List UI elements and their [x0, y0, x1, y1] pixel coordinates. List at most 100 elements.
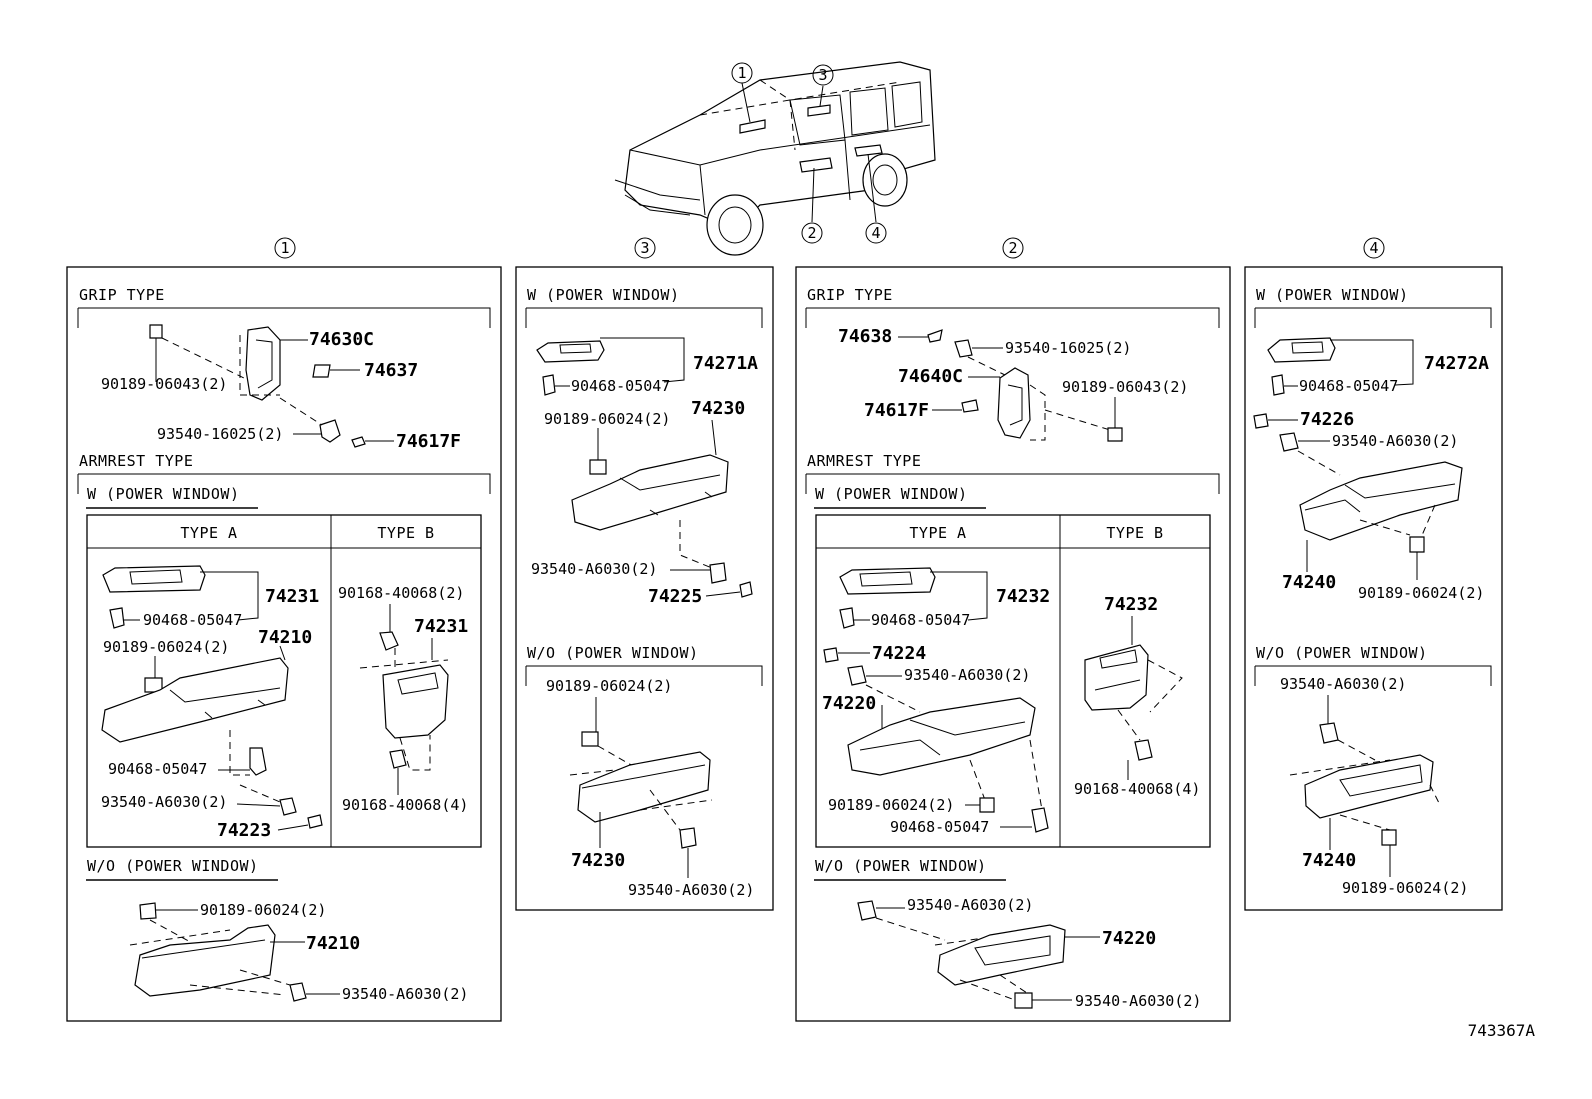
panel-1: 1 GRIP TYPE 74630C 74637 90189-06043(2) …: [66, 237, 502, 1022]
part-label-90189-06024-2a: 90189-06024(2): [828, 796, 954, 814]
part-label-93540-a6030-4b: 93540-A6030(2): [1280, 675, 1406, 693]
part-label-74220-b: 74220: [1102, 928, 1156, 949]
type-b-heading: TYPE B: [377, 524, 434, 542]
armrest-74240-shape: [1299, 461, 1463, 541]
part-label-90168-40068-2: 90168-40068(4): [1074, 780, 1200, 798]
vehicle-callouts: 1 3 2 4: [731, 62, 887, 244]
part-label-90468-05047-b: 90468-05047: [108, 760, 207, 778]
part-label-74640c: 74640C: [898, 366, 963, 387]
type-table-frame-2: [815, 514, 1211, 848]
switch-bezel-shape: [102, 565, 206, 593]
w-power-window-heading-4: W (POWER WINDOW): [1256, 286, 1409, 304]
part-label-93540-a6030-3a: 93540-A6030(2): [531, 560, 657, 578]
part-label-74232-a: 74232: [996, 586, 1050, 607]
callout-3-label: 3: [818, 66, 827, 84]
part-label-90468-05047-2a: 90468-05047: [871, 611, 970, 629]
panel-3-number: 3: [640, 239, 649, 257]
part-label-90189-06024-3b: 90189-06024(2): [546, 677, 672, 695]
grip-handle-shape: [245, 326, 281, 401]
wo-power-window-heading: W/O (POWER WINDOW): [87, 857, 259, 875]
panel-4-frame: [1244, 266, 1503, 911]
panel-2-number: 2: [1008, 239, 1017, 257]
wo-power-window-heading-3: W/O (POWER WINDOW): [527, 644, 699, 662]
panel-1-number-circle: [274, 237, 296, 259]
w-power-window-heading: W (POWER WINDOW): [87, 485, 240, 503]
part-label-93540-a6030-2b: 93540-A6030(2): [907, 896, 1033, 914]
armrest-type-heading: ARMREST TYPE: [79, 452, 193, 470]
armrest-74220-wo-shape: [937, 924, 1066, 986]
part-label-74226: 74226: [1300, 409, 1354, 430]
panel-4-number: 4: [1369, 239, 1378, 257]
grip-handle-2-shape: [997, 367, 1031, 439]
part-label-90168-40068-a: 90168-40068(2): [338, 584, 464, 602]
part-label-74630c: 74630C: [309, 329, 374, 350]
part-label-90468-05047-a: 90468-05047: [143, 611, 242, 629]
switch-bezel-2-shape: [839, 567, 936, 595]
grip-type-heading: GRIP TYPE: [79, 286, 165, 304]
panel-3-number-circle: [634, 237, 656, 259]
part-label-74617f: 74617F: [396, 431, 461, 452]
part-label-74638: 74638: [838, 326, 892, 347]
part-label-90189-06024-4a: 90189-06024(2): [1358, 584, 1484, 602]
part-label-74230-a: 74230: [691, 398, 745, 419]
armrest-type-heading-2: ARMREST TYPE: [807, 452, 921, 470]
switch-base-74232-shape: [1084, 644, 1149, 711]
panel-2: 2 GRIP TYPE 74638 93540-16025(2) 74640C …: [795, 237, 1231, 1022]
part-label-74223: 74223: [217, 820, 271, 841]
panel-2-number-circle: [1002, 237, 1024, 259]
part-label-90468-05047-4: 90468-05047: [1299, 377, 1398, 395]
part-label-93540-a6030-4a: 93540-A6030(2): [1332, 432, 1458, 450]
panel-4-number-circle: [1363, 237, 1385, 259]
type-a-heading: TYPE A: [180, 524, 237, 542]
armrest-74230-shape: [571, 454, 729, 531]
part-label-74272a: 74272A: [1424, 353, 1489, 374]
type-table-frame: [86, 514, 482, 848]
part-label-90168-40068-b: 90168-40068(4): [342, 796, 468, 814]
armrest-74210-wo-shape: [134, 924, 276, 997]
part-label-90468-05047-3: 90468-05047: [571, 377, 670, 395]
part-label-74232-b: 74232: [1104, 594, 1158, 615]
callout-1-label: 1: [737, 64, 746, 82]
grip-type-heading-2: GRIP TYPE: [807, 286, 893, 304]
type-b-heading-2: TYPE B: [1106, 524, 1163, 542]
part-label-74230-b: 74230: [571, 850, 625, 871]
armrest-74230-wo-shape: [577, 751, 711, 823]
part-label-74224: 74224: [872, 643, 926, 664]
part-label-90189-06024-4b: 90189-06024(2): [1342, 879, 1468, 897]
screw-shape: [319, 419, 341, 443]
panel-1-number: 1: [280, 239, 289, 257]
panel-3: 3 W (POWER WINDOW) 74271A 90468-05047 74…: [515, 237, 774, 911]
panel-1-frame: [66, 266, 502, 1022]
part-label-90189-06043-2: 90189-06043(2): [1062, 378, 1188, 396]
callout-3: [812, 64, 834, 86]
armrest-74220-shape: [847, 697, 1036, 776]
part-label-74231-b: 74231: [414, 616, 468, 637]
part-label-90189-06043: 90189-06043(2): [101, 375, 227, 393]
part-label-74637: 74637: [364, 360, 418, 381]
part-label-93540-a6030-a: 93540-A6030(2): [101, 793, 227, 811]
w-power-window-heading-2: W (POWER WINDOW): [815, 485, 968, 503]
armrest-74210-shape: [101, 657, 289, 743]
part-label-74231: 74231: [265, 586, 319, 607]
wo-power-window-heading-2: W/O (POWER WINDOW): [815, 857, 987, 875]
part-label-90189-06024-a: 90189-06024(2): [103, 638, 229, 656]
callout-1: [731, 62, 753, 84]
panel-2-frame: [795, 266, 1231, 1022]
vehicle-illustration: [614, 61, 936, 256]
type-a-heading-2: TYPE A: [909, 524, 966, 542]
part-label-74220-a: 74220: [822, 693, 876, 714]
clip-shape: [149, 324, 163, 339]
part-label-93540-16025-2: 93540-16025(2): [1005, 339, 1131, 357]
part-label-93540-a6030-2a: 93540-A6030(2): [904, 666, 1030, 684]
part-label-90189-06024-b: 90189-06024(2): [200, 901, 326, 919]
panel-4: 4 W (POWER WINDOW) 74272A 90468-05047 74…: [1244, 237, 1503, 911]
part-label-74240-a: 74240: [1282, 572, 1336, 593]
callout-4: [865, 222, 887, 244]
part-label-93540-a6030-3b: 93540-A6030(2): [628, 881, 754, 899]
switch-bezel-3-shape: [536, 340, 605, 363]
part-label-74240-b: 74240: [1302, 850, 1356, 871]
part-label-74617f-2: 74617F: [864, 400, 929, 421]
part-label-90189-06024-3a: 90189-06024(2): [544, 410, 670, 428]
switch-bezel-4-shape: [1267, 337, 1336, 363]
